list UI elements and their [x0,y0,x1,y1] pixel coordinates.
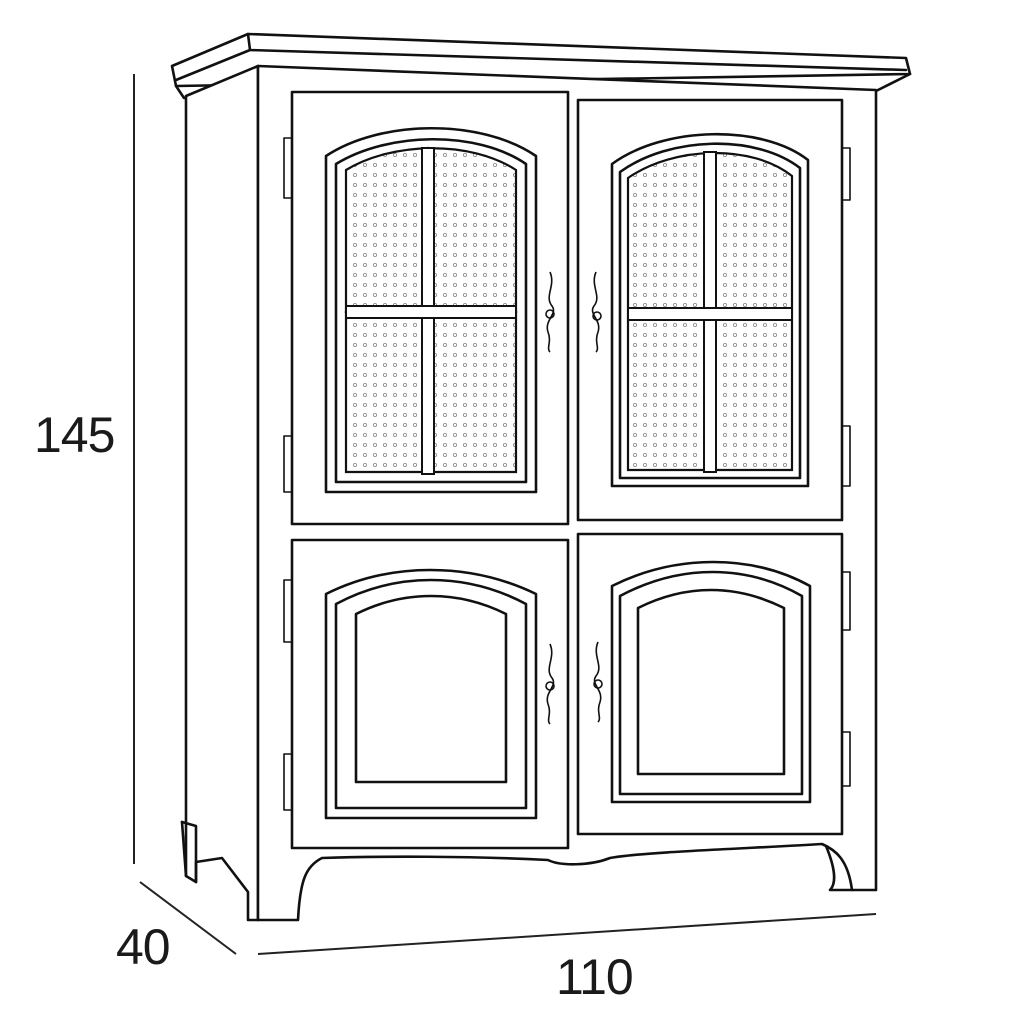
height-dimension-label: 145 [34,407,115,463]
width-dimension-label: 110 [556,949,634,1005]
lower-left-door [290,538,570,850]
upper-right-door [576,98,844,522]
depth-dimension-line [139,881,237,955]
depth-dimension-label: 40 [116,919,171,975]
hinges [283,137,851,811]
cabinet-side [180,64,260,922]
door-handles [545,271,603,725]
upper-left-door [290,90,570,526]
lower-right-door [576,532,844,836]
width-dimension-line [257,913,877,955]
